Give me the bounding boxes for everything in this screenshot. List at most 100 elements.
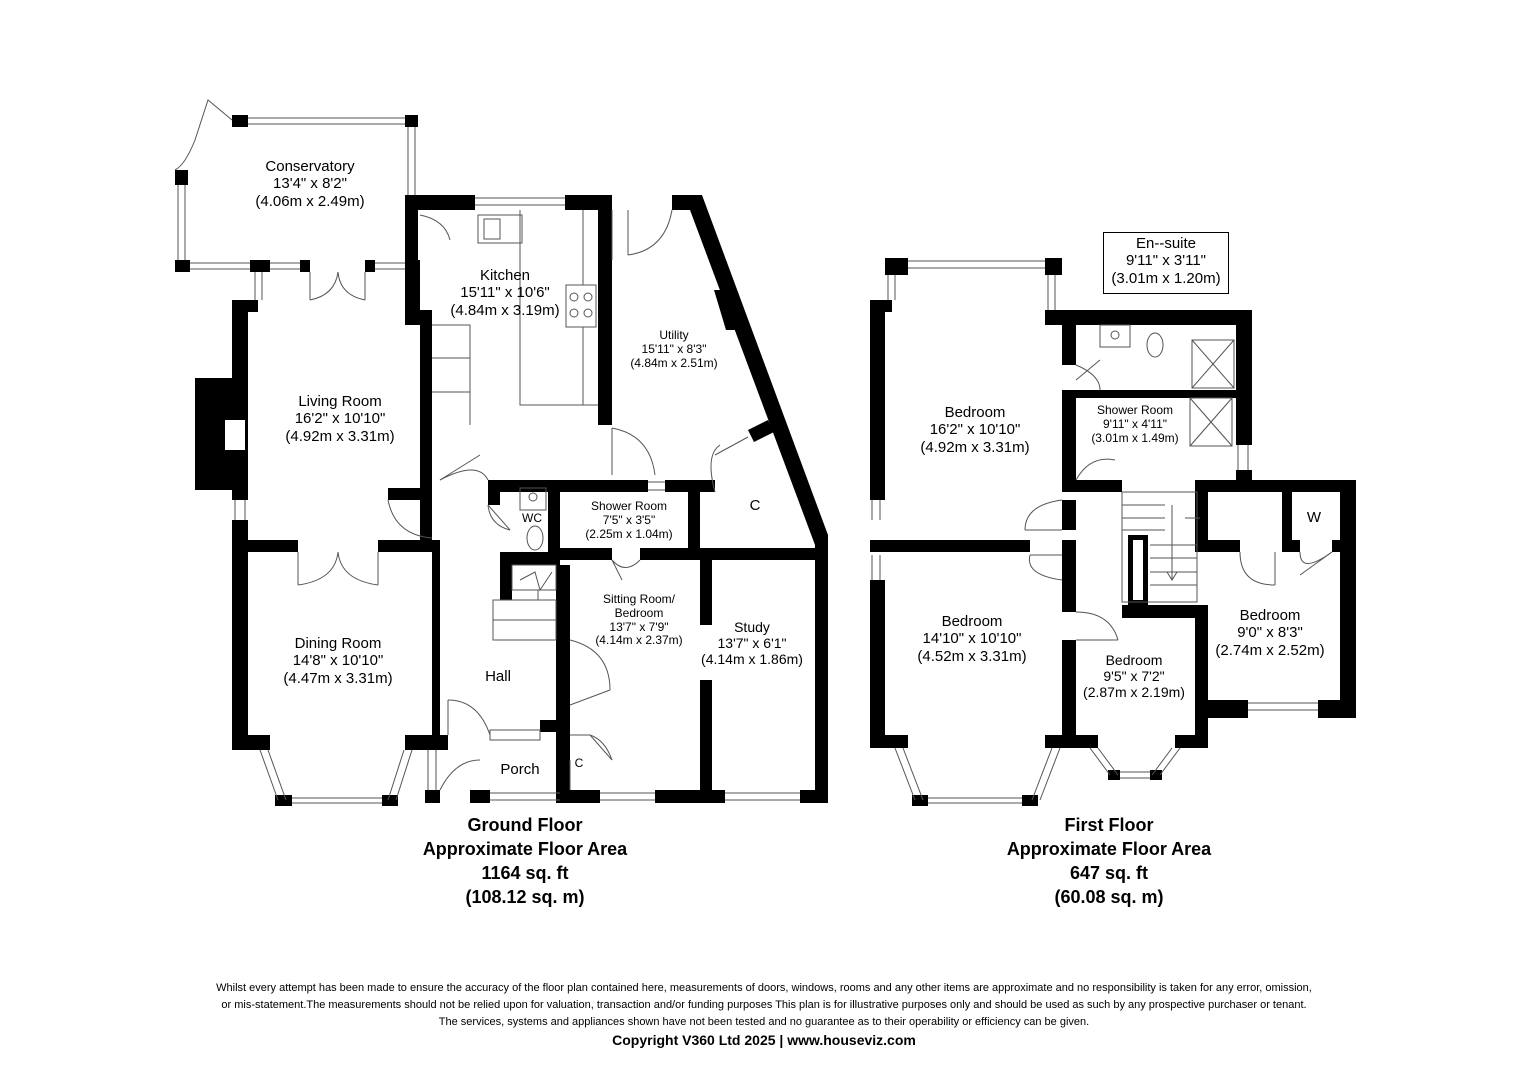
room-label-conservatory: Conservatory 13'4" x 8'2" (4.06m x 2.49m… — [255, 158, 364, 210]
stairs-wall — [556, 565, 570, 640]
room-label-first-shower: Shower Room 9'11" x 4'11" (3.01m x 1.49m… — [1091, 403, 1178, 445]
dining-bay-wall — [275, 795, 292, 806]
room-size-metric: (4.92m x 3.31m) — [920, 438, 1030, 456]
study-divider — [700, 560, 712, 625]
room-size-metric: (4.14m x 1.86m) — [701, 651, 803, 668]
bed4-wall — [1122, 605, 1208, 618]
dining-wall — [405, 735, 440, 750]
landing-side-wall — [1195, 480, 1208, 552]
room-name: WC — [522, 511, 542, 525]
bed1-wall — [1045, 258, 1062, 275]
wardrobe-wall — [1282, 540, 1300, 552]
bed2-bay-wall — [912, 795, 928, 806]
room-label-bedroom-3: Bedroom 9'0" x 8'3" (2.74m x 2.52m) — [1215, 607, 1324, 659]
room-size-metric: (4.14m x 2.37m) — [595, 633, 683, 648]
cupboard-wall — [748, 420, 774, 442]
room-size-metric: (4.92m x 3.31m) — [285, 427, 395, 445]
conservatory-wall — [175, 260, 190, 272]
stairs-wall — [500, 565, 512, 600]
room-name-line2: Bedroom — [614, 605, 664, 620]
bed4-bay-wall — [1108, 770, 1120, 780]
room-size-metric: (4.06m x 2.49m) — [255, 192, 365, 210]
room-size-metric: (4.84m x 2.51m) — [630, 355, 718, 370]
first-floor-fixtures — [871, 260, 1333, 804]
ensuite-wall — [1236, 470, 1252, 480]
conservatory-wall — [300, 260, 310, 272]
ensuite-wall — [1236, 310, 1252, 445]
wc-wall — [500, 552, 560, 565]
shower-wall — [640, 548, 700, 560]
porch-wall — [440, 735, 448, 750]
bed3-wall — [1318, 700, 1356, 718]
bed1-wall — [870, 310, 885, 500]
landing-wall — [1062, 552, 1076, 612]
front-wall — [800, 790, 828, 803]
bed1-wall — [885, 258, 908, 275]
room-name: Porch — [500, 761, 540, 778]
porch-wall — [425, 790, 440, 803]
room-name: Sitting Room/ — [602, 592, 676, 606]
sitting-left-wall — [556, 640, 570, 720]
room-size-imperial: 14'10" x 10'10" — [922, 630, 1022, 648]
bed1-wall — [870, 300, 892, 312]
room-label-dining: Dining Room 14'8" x 10'10" (4.47m x 3.31… — [283, 635, 392, 687]
room-label-porch: Porch — [500, 761, 539, 778]
ground-floor-area-label: Approximate Floor Area — [422, 839, 628, 859]
ground-floor-plan — [175, 115, 828, 806]
bed2-wall — [870, 735, 908, 748]
living-dining-wall — [378, 540, 432, 552]
ground-floor-fixtures — [174, 99, 800, 804]
room-size-imperial: 13'4" x 8'2" — [273, 175, 347, 193]
shower-wall — [548, 548, 612, 560]
room-size-metric: (4.47m x 3.31m) — [283, 669, 393, 687]
copyright-notice: Copyright V360 Ltd 2025 | www.houseviz.c… — [612, 1032, 916, 1048]
room-name: Dining Room — [294, 635, 382, 652]
ground-floor-title: Ground Floor — [467, 815, 583, 835]
room-name: Shower Room — [590, 499, 668, 513]
room-size-metric: (4.84m x 3.19m) — [450, 301, 560, 319]
hall-wall — [432, 540, 440, 750]
landing-wall — [1062, 640, 1076, 748]
bed1-bed2-wall — [1062, 540, 1076, 552]
kitchen-living-wall — [405, 260, 420, 325]
conservatory-wall — [405, 115, 418, 127]
cupboard-bottom-wall — [700, 548, 815, 560]
living-wall — [232, 490, 248, 500]
room-name: En--suite — [1135, 235, 1197, 252]
wardrobe-wall — [1282, 480, 1292, 548]
living-hall-wall — [388, 488, 432, 500]
hall-top-wall — [488, 480, 648, 492]
kitchen-living-wall — [420, 310, 432, 540]
room-size-metric: (2.87m x 2.19m) — [1083, 684, 1185, 701]
hall-wall — [420, 540, 440, 552]
porch-wall — [556, 720, 570, 803]
room-name: Living Room — [298, 393, 382, 410]
room-size-imperial: 15'11" x 10'6" — [460, 284, 550, 302]
room-size-metric: (2.25m x 1.04m) — [585, 526, 673, 541]
room-name: Conservatory — [265, 158, 355, 175]
room-size-imperial: 9'5" x 7'2" — [1103, 668, 1165, 685]
utility-slanted-wall — [688, 195, 828, 803]
room-label-sitting: Sitting Room/ Bedroom 13'7" x 7'9" (4.14… — [595, 592, 683, 648]
ground-floor-area-sqft: 1164 sq. ft — [481, 863, 569, 883]
room-label-porch-cupboard: C — [575, 756, 584, 771]
wardrobe-wall — [1332, 540, 1356, 552]
bed1-bed2-wall — [870, 540, 1030, 552]
landing-top-wall — [1195, 480, 1356, 492]
room-size-imperial: 9'11" x 4'11" — [1102, 416, 1168, 431]
living-dining-wall — [232, 540, 298, 552]
room-name: Hall — [485, 668, 511, 685]
room-label-hall: Hall — [485, 668, 511, 685]
first-floor-area-sqm: (60.08 sq. m) — [1054, 887, 1164, 907]
ground-floor-summary: Ground Floor Approximate Floor Area 1164… — [423, 813, 627, 909]
first-floor-title: First Floor — [1064, 815, 1154, 835]
room-size-imperial: 13'7" x 7'9" — [609, 619, 669, 634]
room-label-ensuite: En--suite 9'11" x 3'11" (3.01m x 1.20m) — [1111, 235, 1220, 287]
ensuite-wall — [1062, 310, 1252, 325]
ensuite-label-box — [1103, 232, 1229, 294]
room-label-study: Study 13'7" x 6'1" (4.14m x 1.86m) — [701, 619, 803, 667]
first-floor-area-sqft: 647 sq. ft — [1069, 863, 1149, 883]
porch-wall — [470, 790, 490, 803]
landing-wall — [1062, 500, 1076, 530]
disclaimer-line-2: or mis-statement.The measurements should… — [221, 999, 1307, 1011]
